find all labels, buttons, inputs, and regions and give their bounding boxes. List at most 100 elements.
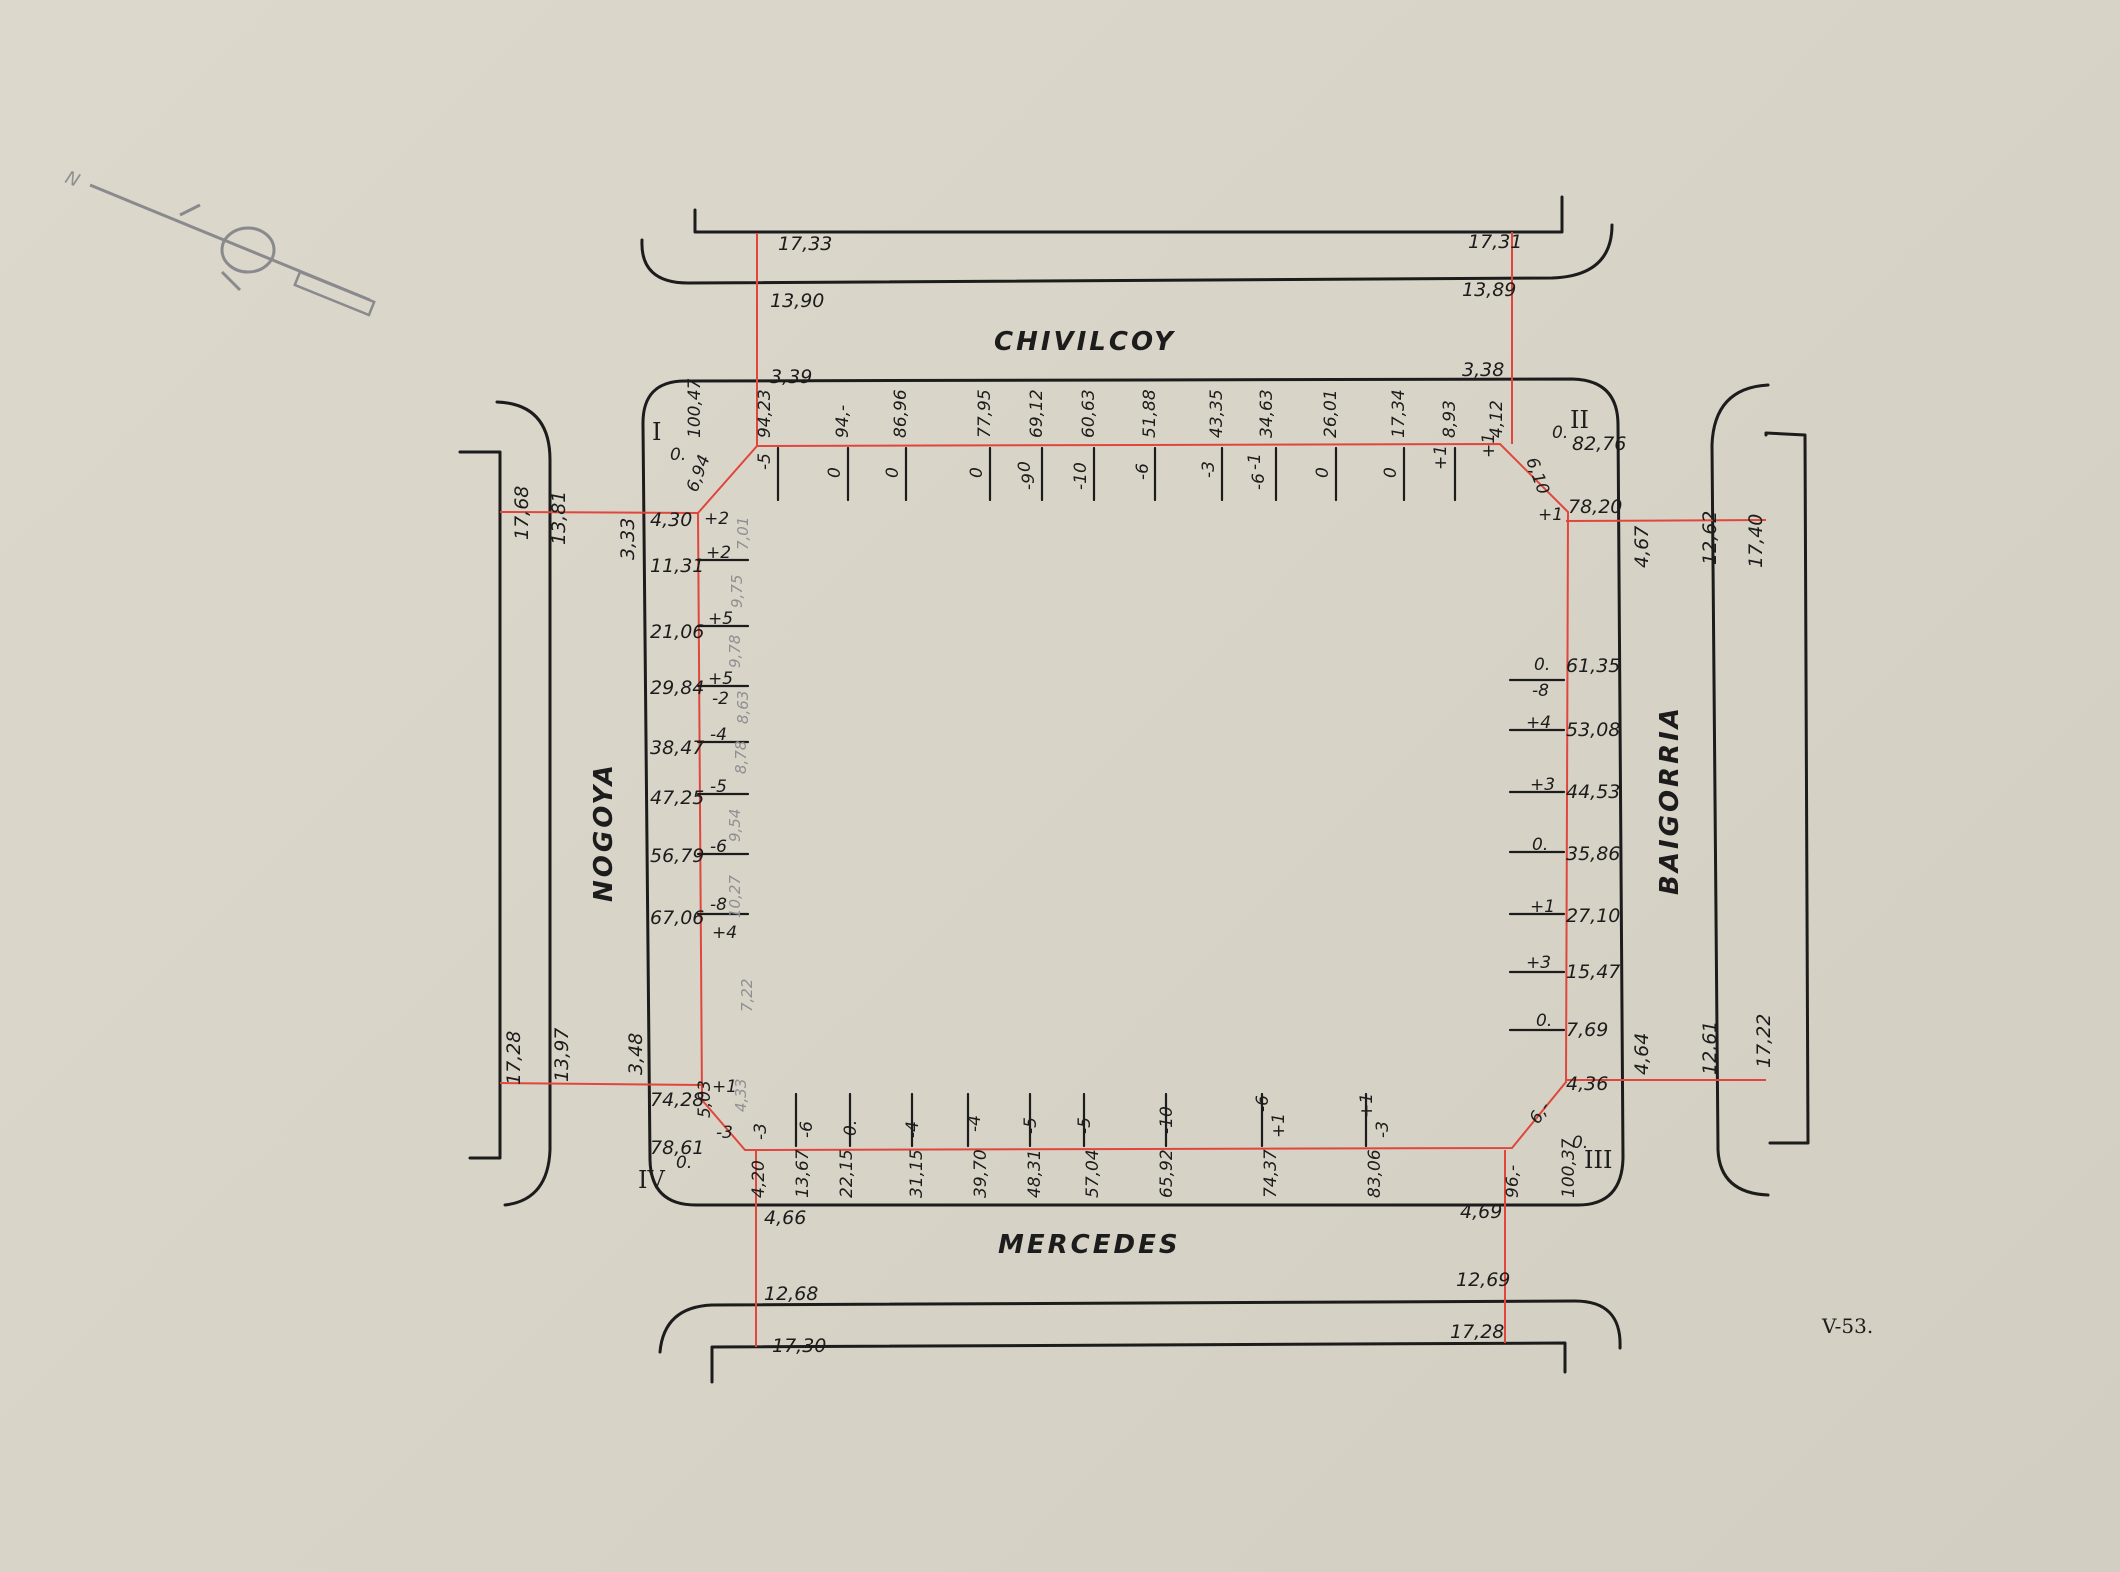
pencil-note: 7,22 — [738, 979, 756, 1012]
top-side-measurements: 17,33 13,90 17,31 13,89 3,39 3,38 82,76 … — [683, 231, 1627, 497]
measure-label: 4,67 — [1631, 526, 1653, 568]
station-label: 86,96 — [891, 389, 911, 438]
street-name-mercedes: MERCEDES — [998, 1230, 1181, 1260]
svg-text:N: N — [62, 167, 82, 192]
station-label: 56,79 — [650, 845, 704, 867]
corner-label-iv: IV — [638, 1166, 665, 1194]
station-label: 60,63 — [1079, 389, 1099, 438]
station-label: 96,- — [1503, 1165, 1523, 1198]
height-mark: -3 — [1199, 461, 1219, 478]
curb-line-left-outer — [458, 450, 502, 1160]
station-label: 51,88 — [1140, 389, 1160, 438]
station-label: 21,06 — [650, 621, 704, 643]
measure-label: 4,69 — [1460, 1201, 1502, 1223]
measure-label: 12,68 — [764, 1283, 818, 1305]
station-label: 26,01 — [1321, 389, 1341, 438]
height-mark: -6 — [1253, 1095, 1273, 1112]
left-side-measurements: 17,68 13,81 3,33 17,28 13,97 3,48 5,03 — [503, 486, 715, 1118]
station-label: 38,47 — [650, 737, 704, 759]
measure-label: 12,62 — [1699, 511, 1721, 565]
pencil-note: 4,33 — [732, 1079, 750, 1112]
height-mark: -9 — [1019, 473, 1039, 490]
block-curb-outline — [641, 377, 1625, 1207]
station-label: 67,06 — [650, 907, 704, 929]
height-mark: +3 — [1526, 953, 1551, 973]
station-label: 47,25 — [650, 787, 704, 809]
pencil-note: 9,54 — [726, 809, 744, 842]
height-mark: +5 — [708, 609, 733, 629]
station-label: 8,93 — [1440, 400, 1460, 438]
height-mark: -3 — [1373, 1121, 1393, 1138]
curb-line-right-outer — [1764, 431, 1810, 1145]
measure-label: 3,39 — [770, 366, 812, 388]
measure-label: 3,38 — [1462, 359, 1504, 381]
height-mark: +1 — [1357, 1093, 1377, 1118]
height-mark: -3 — [716, 1123, 733, 1143]
measure-label: 12,61 — [1699, 1021, 1721, 1075]
height-mark: -4 — [903, 1121, 923, 1138]
height-mark: +1 — [1269, 1113, 1289, 1138]
station-label: 83,06 — [1365, 1149, 1385, 1198]
height-mark: -3 — [751, 1123, 771, 1140]
station-label: 31,15 — [907, 1149, 927, 1198]
street-name-chivilcoy: CHIVILCOY — [994, 327, 1176, 357]
station-label: 35,86 — [1566, 843, 1620, 865]
corner-label-i: I — [652, 418, 661, 446]
curb-line-bottom-outer — [710, 1341, 1567, 1384]
curb-line-top-inner — [640, 223, 1614, 285]
pencil-note: 8,63 — [734, 691, 752, 724]
station-label: 4,30 — [650, 509, 692, 531]
height-mark: +2 — [704, 509, 729, 529]
north-arrow-icon: N — [62, 167, 376, 317]
curb-line-right-inner — [1710, 383, 1770, 1197]
height-mark: -10 — [1157, 1106, 1177, 1134]
station-label: 44,53 — [1566, 781, 1620, 803]
station-label: 69,12 — [1027, 389, 1047, 438]
height-mark: +1 — [712, 1077, 737, 1097]
measure-label: 12,69 — [1456, 1269, 1510, 1291]
station-label: 74,37 — [1261, 1149, 1281, 1198]
curb-line-left-inner — [495, 400, 552, 1207]
height-mark: 0 — [967, 467, 987, 478]
station-label: 100,37 — [1559, 1138, 1579, 1198]
curb-line-top-outer — [693, 195, 1564, 234]
corner-zero-ii: 0. — [1552, 423, 1568, 443]
height-mark: -5 — [1075, 1117, 1095, 1134]
height-mark: -5 — [755, 453, 775, 470]
left-stations: 4,3011,3121,0629,8438,4747,2556,7967,067… — [650, 509, 704, 1159]
corner-zero-iv: 0. — [676, 1153, 692, 1173]
station-label: 74,28 — [650, 1089, 704, 1111]
measure-label: 3,33 — [617, 518, 639, 560]
height-mark: +1 — [1530, 897, 1555, 917]
street-name-nogoya: NOGOYA — [589, 762, 619, 902]
station-label: 13,67 — [793, 1149, 813, 1198]
station-label: 57,04 — [1083, 1149, 1103, 1198]
chamfer-label: 5,03 — [695, 1080, 715, 1118]
height-mark: +1 — [1538, 505, 1563, 525]
measure-label: 78,20 — [1568, 496, 1622, 518]
station-label: 78,61 — [650, 1137, 704, 1159]
pencil-note: 8,78 — [732, 741, 750, 774]
station-label: 4,20 — [749, 1160, 769, 1198]
measure-label: 3,48 — [625, 1033, 647, 1075]
measure-label: 17,22 — [1753, 1014, 1775, 1068]
corner-zero-iii: 0. — [1572, 1133, 1588, 1153]
height-mark: +4 — [712, 923, 737, 943]
station-label: 7,69 — [1566, 1019, 1608, 1041]
corner-label-ii: II — [1570, 406, 1589, 434]
right-ticks: 0.-8+4+30.+1+30.+1 — [1508, 505, 1566, 1032]
curb-line-bottom-inner — [658, 1299, 1622, 1354]
height-mark: +3 — [1530, 775, 1555, 795]
street-name-baigorria: BAIGORRIA — [1655, 705, 1685, 895]
pencil-note: 7,01 — [734, 517, 752, 550]
pencil-note: 9,75 — [728, 575, 746, 608]
height-mark: -8 — [710, 895, 727, 915]
height-mark: 0. — [841, 1120, 861, 1136]
pencil-note: 10,27 — [726, 875, 744, 918]
height-mark: -4 — [710, 725, 727, 745]
